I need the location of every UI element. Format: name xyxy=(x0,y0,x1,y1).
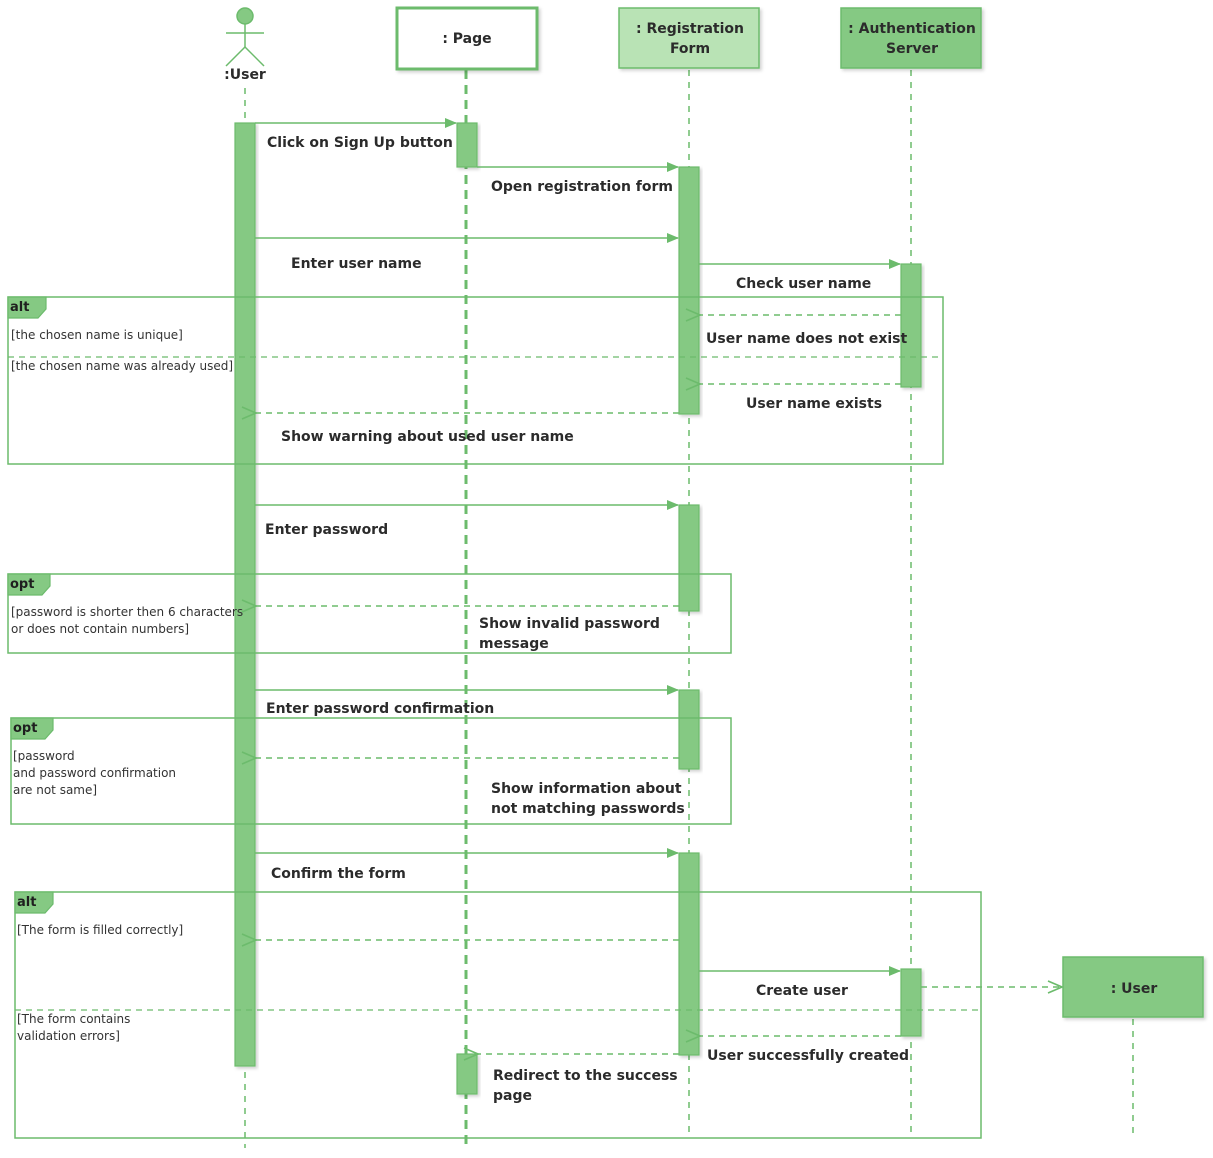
participant-auth-server: : Authentication Server xyxy=(840,7,982,69)
message-enter-password-label: Enter password xyxy=(265,522,388,538)
message-enter-confirmation-label: Enter password confirmation xyxy=(266,701,494,717)
fragment-alt-user-name: alt [the chosen name is unique] [the cho… xyxy=(7,296,944,465)
participant-registration-form-label-1: : Registration xyxy=(636,21,744,37)
reply-redirect-label-2: page xyxy=(493,1088,532,1104)
guard-text: are not same] xyxy=(13,783,97,797)
fragment-tag: opt xyxy=(10,577,34,592)
activation-page-1 xyxy=(456,122,478,168)
actor-user: :User xyxy=(224,7,266,83)
guard-text: [password is shorter then 6 characters xyxy=(11,605,243,619)
reply-not-matching-label-1: Show information about xyxy=(491,781,682,797)
reply-redirect-label-1: Redirect to the success xyxy=(493,1068,678,1084)
participant-created-user: : User xyxy=(1062,956,1204,1018)
reply-user-created-label: User successfully created xyxy=(707,1048,909,1064)
activation-page-2 xyxy=(456,1053,478,1095)
guard-text: [the chosen name was already used] xyxy=(11,359,233,373)
guard-text: validation errors] xyxy=(17,1029,120,1043)
reply-show-warning-label: Show warning about used user name xyxy=(281,429,574,445)
message-confirm-form-label: Confirm the form xyxy=(271,866,406,882)
message-open-form-label: Open registration form xyxy=(491,179,673,195)
activation-server-2 xyxy=(900,968,922,1037)
reply-name-not-exist-label: User name does not exist xyxy=(706,331,907,347)
guard-text: [password xyxy=(13,749,75,763)
activation-user xyxy=(234,122,256,1067)
fragment-tag: opt xyxy=(13,721,37,736)
guard-text: [The form contains xyxy=(17,1012,130,1026)
reply-invalid-password-label-1: Show invalid password xyxy=(479,616,660,632)
message-click-sign-up-label: Click on Sign Up button xyxy=(267,135,453,151)
guard-text: or does not contain numbers] xyxy=(11,622,189,636)
message-create-user-label: Create user xyxy=(756,983,848,999)
activation-form-1 xyxy=(678,166,700,415)
actor-head-icon xyxy=(236,7,254,25)
guard-text: and password confirmation xyxy=(13,766,176,780)
fragment-opt-password: opt [password is shorter then 6 characte… xyxy=(7,573,732,654)
fragment-tag: alt xyxy=(17,895,36,910)
participant-registration-form: : Registration Form xyxy=(618,7,760,69)
participant-auth-server-label-1: : Authentication xyxy=(848,21,976,37)
fragment-tag: alt xyxy=(10,300,29,315)
participant-registration-form-label-2: Form xyxy=(670,41,710,57)
reply-not-matching-label-2: not matching passwords xyxy=(491,801,685,817)
participant-auth-server-label-2: Server xyxy=(886,41,938,57)
participant-page: : Page xyxy=(395,6,539,71)
fragment-opt-confirmation: opt [password and password confirmation … xyxy=(10,717,732,825)
activation-form-3 xyxy=(678,689,700,770)
activation-form-2 xyxy=(678,504,700,612)
activation-form-4 xyxy=(678,852,700,1056)
message-enter-user-name-label: Enter user name xyxy=(291,256,422,272)
reply-name-exists-label: User name exists xyxy=(746,396,882,412)
activation-server-1 xyxy=(900,263,922,388)
fragment-alt-form: alt [The form is filled correctly] [The … xyxy=(14,891,982,1139)
reply-invalid-password-label-2: message xyxy=(479,636,549,652)
guard-text: [the chosen name is unique] xyxy=(11,328,183,342)
message-check-user-name-label: Check user name xyxy=(736,276,871,292)
participant-created-user-label: : User xyxy=(1111,981,1158,997)
guard-text: [The form is filled correctly] xyxy=(17,923,183,937)
participant-page-label: : Page xyxy=(442,31,491,47)
actor-user-label: :User xyxy=(224,67,266,83)
